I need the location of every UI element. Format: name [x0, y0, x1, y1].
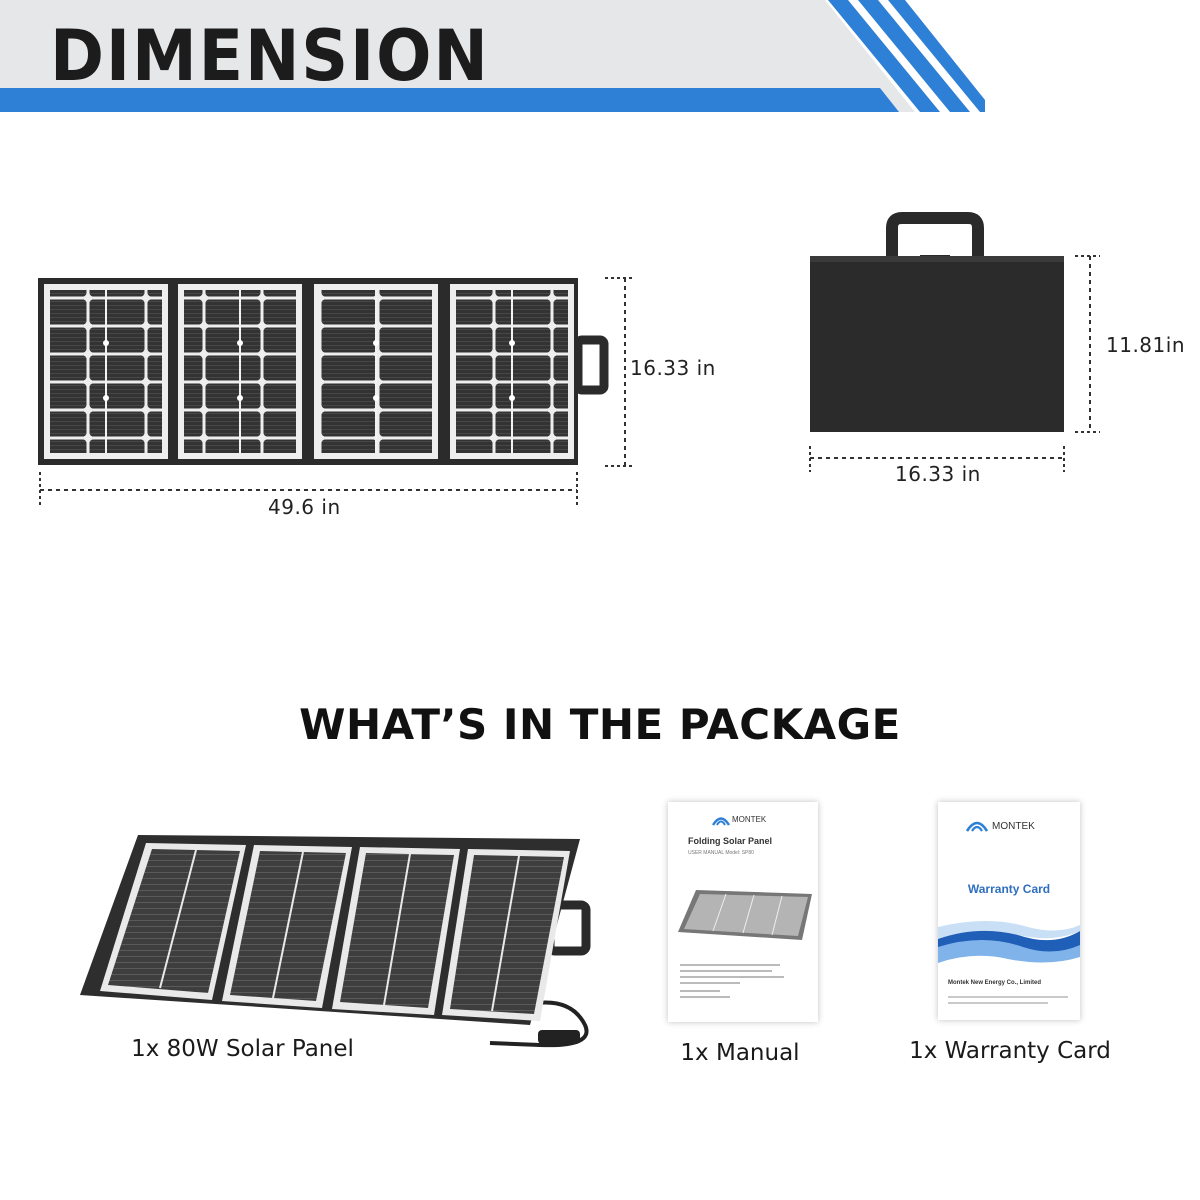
warranty-card: MONTEK Warranty Card Montek New Energy C… [938, 802, 1080, 1020]
warranty-company: Montek New Energy Co., Limited [948, 980, 1042, 986]
folded-height-label: 11.81in [1106, 333, 1185, 357]
manual-text-lines [680, 964, 784, 998]
package-item-warranty-card: 1x Warranty Card [909, 1038, 1111, 1064]
manual-title: Folding Solar Panel [688, 836, 773, 846]
folded-width-label: 16.33 in [895, 462, 981, 486]
package-solar-panel-image [80, 835, 591, 1048]
unfolded-height-label: 16.33 in [630, 356, 716, 380]
folded-bag-image [809, 212, 1100, 472]
package-item-solar-panel: 1x 80W Solar Panel [131, 1036, 354, 1062]
page-title: DIMENSION [50, 15, 490, 97]
montek-logo-icon [712, 817, 730, 826]
manual-subtitle: USER MANUAL Model: SP80 [688, 850, 754, 856]
package-item-manual: 1x Manual [680, 1040, 800, 1066]
manual-booklet: MONTEK Folding Solar Panel USER MANUAL M… [668, 802, 818, 1022]
package-heading: WHAT’S IN THE PACKAGE [299, 700, 901, 749]
unfolded-width-label: 49.6 in [268, 495, 341, 519]
dimension-line-unfolded [39, 277, 632, 506]
warranty-title: Warranty Card [967, 882, 1051, 896]
manual-brand: MONTEK [732, 815, 767, 824]
manual-panel-illustration [678, 890, 812, 940]
unfolded-solar-panel-image [38, 278, 609, 465]
montek-logo-icon [966, 821, 988, 832]
warranty-text-lines [948, 996, 1068, 1004]
warranty-brand: MONTEK [992, 821, 1035, 832]
header-banner [0, 0, 985, 112]
warranty-wave-graphic [938, 921, 1080, 963]
